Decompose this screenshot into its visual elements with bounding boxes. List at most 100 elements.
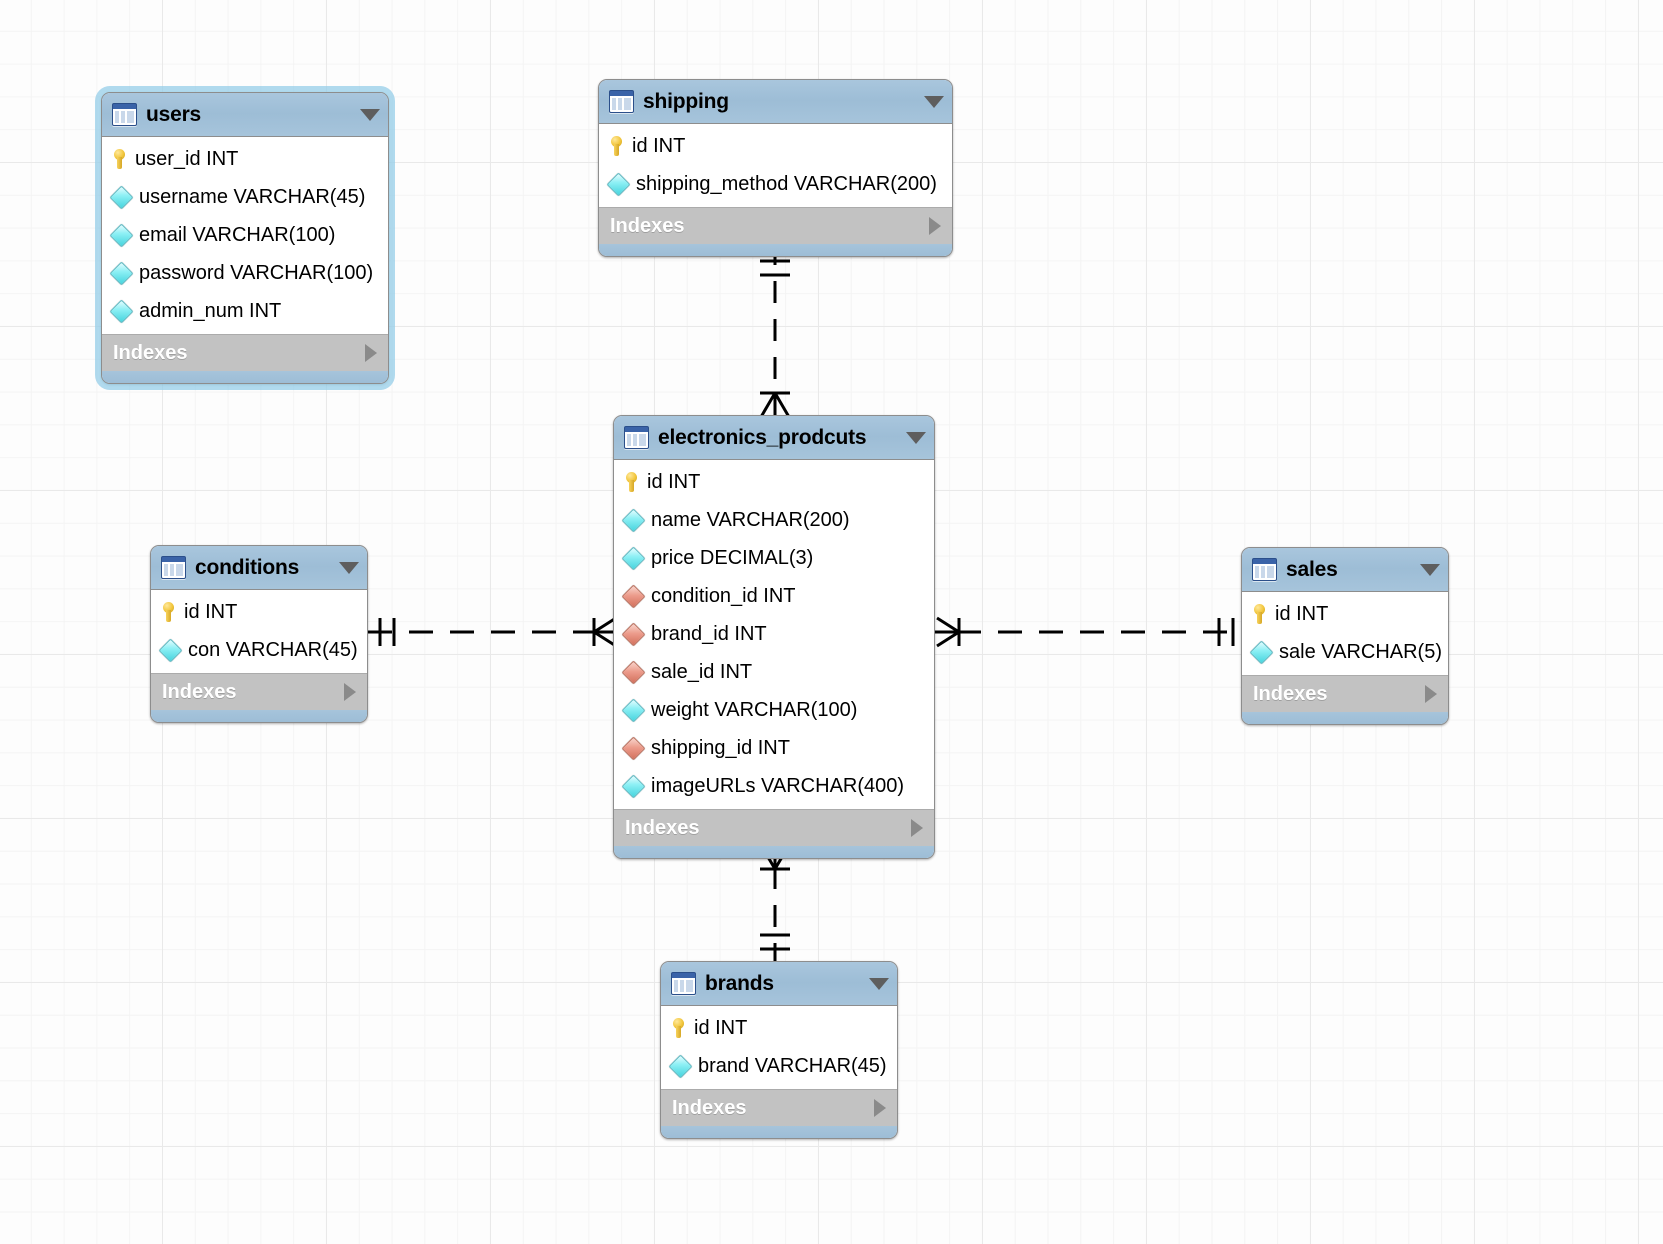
- table-brands[interactable]: brands id INT brand VARCHAR(45) Indexes: [660, 961, 898, 1139]
- table-footer-strip: [151, 710, 367, 722]
- column-row[interactable]: sale VARCHAR(5): [1242, 633, 1448, 671]
- indexes-label: Indexes: [162, 680, 237, 703]
- column-label: imageURLs VARCHAR(400): [651, 774, 905, 797]
- indexes-section-conditions[interactable]: Indexes: [151, 673, 367, 710]
- collapse-caret-icon[interactable]: [360, 108, 380, 121]
- indexes-label: Indexes: [672, 1096, 747, 1119]
- column-icon: [606, 171, 631, 197]
- column-label: price DECIMAL(3): [651, 546, 814, 569]
- column-row[interactable]: shipping_method VARCHAR(200): [599, 165, 952, 203]
- indexes-section-sales[interactable]: Indexes: [1242, 675, 1448, 712]
- fk-icon: [621, 583, 646, 609]
- column-label: con VARCHAR(45): [188, 638, 358, 661]
- column-row[interactable]: con VARCHAR(45): [151, 631, 367, 669]
- column-row[interactable]: brand VARCHAR(45): [661, 1047, 897, 1085]
- column-list: id INT con VARCHAR(45): [151, 590, 367, 673]
- expand-arrow-icon[interactable]: [929, 217, 941, 235]
- column-row[interactable]: condition_id INT: [614, 577, 934, 615]
- table-header-brands[interactable]: brands: [661, 962, 897, 1006]
- column-row[interactable]: id INT: [661, 1009, 897, 1047]
- column-row[interactable]: name VARCHAR(200): [614, 501, 934, 539]
- column-row[interactable]: email VARCHAR(100): [102, 216, 388, 254]
- column-row[interactable]: imageURLs VARCHAR(400): [614, 767, 934, 805]
- fk-icon: [621, 735, 646, 761]
- column-icon: [158, 637, 183, 663]
- column-icon: [621, 507, 646, 533]
- collapse-caret-icon[interactable]: [924, 95, 944, 108]
- indexes-section-electronics-prodcuts[interactable]: Indexes: [614, 809, 934, 846]
- table-icon: [609, 90, 634, 113]
- expand-arrow-icon[interactable]: [365, 344, 377, 362]
- column-icon: [109, 184, 134, 210]
- column-label: sale VARCHAR(5): [1279, 640, 1442, 663]
- indexes-label: Indexes: [1253, 682, 1328, 705]
- column-label: id INT: [694, 1016, 748, 1039]
- column-row[interactable]: username VARCHAR(45): [102, 178, 388, 216]
- column-list: user_id INT username VARCHAR(45) email V…: [102, 137, 388, 334]
- expand-arrow-icon[interactable]: [874, 1099, 886, 1117]
- relationship-shipping-electronics[interactable]: [735, 243, 815, 423]
- column-list: id INT shipping_method VARCHAR(200): [599, 124, 952, 207]
- pk-key-icon: [610, 136, 623, 156]
- pk-key-icon: [1253, 604, 1266, 624]
- collapse-caret-icon[interactable]: [1420, 563, 1440, 576]
- column-row[interactable]: price DECIMAL(3): [614, 539, 934, 577]
- column-row[interactable]: id INT: [599, 127, 952, 165]
- column-label: id INT: [647, 470, 701, 493]
- expand-arrow-icon[interactable]: [1425, 685, 1437, 703]
- expand-arrow-icon[interactable]: [911, 819, 923, 837]
- table-header-shipping[interactable]: shipping: [599, 80, 952, 124]
- column-row[interactable]: id INT: [614, 463, 934, 501]
- table-shipping[interactable]: shipping id INT shipping_method VARCHAR(…: [598, 79, 953, 257]
- table-footer-strip: [661, 1126, 897, 1138]
- table-icon: [112, 103, 137, 126]
- column-label: id INT: [1275, 602, 1329, 625]
- table-header-sales[interactable]: sales: [1242, 548, 1448, 592]
- table-footer-strip: [102, 371, 388, 383]
- column-label: name VARCHAR(200): [651, 508, 850, 531]
- column-row[interactable]: id INT: [151, 593, 367, 631]
- pk-key-icon: [162, 602, 175, 622]
- column-row[interactable]: id INT: [1242, 595, 1448, 633]
- relationship-electronics-sales[interactable]: [935, 606, 1245, 658]
- column-label: brand_id INT: [651, 622, 767, 645]
- column-label: weight VARCHAR(100): [651, 698, 858, 721]
- column-row[interactable]: weight VARCHAR(100): [614, 691, 934, 729]
- table-sales[interactable]: sales id INT sale VARCHAR(5) Indexes: [1241, 547, 1449, 725]
- column-row[interactable]: password VARCHAR(100): [102, 254, 388, 292]
- column-row[interactable]: admin_num INT: [102, 292, 388, 330]
- collapse-caret-icon[interactable]: [869, 977, 889, 990]
- table-header-electronics-prodcuts[interactable]: electronics_prodcuts: [614, 416, 934, 460]
- relationship-electronics-brands[interactable]: [735, 843, 815, 965]
- table-title: electronics_prodcuts: [658, 425, 867, 449]
- indexes-label: Indexes: [625, 816, 700, 839]
- indexes-section-users[interactable]: Indexes: [102, 334, 388, 371]
- column-row[interactable]: shipping_id INT: [614, 729, 934, 767]
- table-header-users[interactable]: users: [102, 93, 388, 137]
- table-conditions[interactable]: conditions id INT con VARCHAR(45) Indexe…: [150, 545, 368, 723]
- column-label: admin_num INT: [139, 299, 282, 322]
- pk-key-icon: [625, 472, 638, 492]
- column-label: sale_id INT: [651, 660, 753, 683]
- collapse-caret-icon[interactable]: [339, 561, 359, 574]
- column-label: email VARCHAR(100): [139, 223, 336, 246]
- relationship-conditions-electronics[interactable]: [366, 606, 618, 658]
- table-electronics-prodcuts[interactable]: electronics_prodcuts id INT name VARCHAR…: [613, 415, 935, 859]
- indexes-section-shipping[interactable]: Indexes: [599, 207, 952, 244]
- table-users[interactable]: users user_id INT username VARCHAR(45) e…: [101, 92, 389, 384]
- table-title: users: [146, 102, 202, 126]
- table-icon: [624, 426, 649, 449]
- indexes-label: Indexes: [610, 214, 685, 237]
- column-label: password VARCHAR(100): [139, 261, 374, 284]
- expand-arrow-icon[interactable]: [344, 683, 356, 701]
- collapse-caret-icon[interactable]: [906, 431, 926, 444]
- pk-key-icon: [113, 149, 126, 169]
- column-row[interactable]: sale_id INT: [614, 653, 934, 691]
- table-header-conditions[interactable]: conditions: [151, 546, 367, 590]
- column-icon: [109, 260, 134, 286]
- table-title: brands: [705, 971, 774, 995]
- column-row[interactable]: user_id INT: [102, 140, 388, 178]
- column-row[interactable]: brand_id INT: [614, 615, 934, 653]
- indexes-section-brands[interactable]: Indexes: [661, 1089, 897, 1126]
